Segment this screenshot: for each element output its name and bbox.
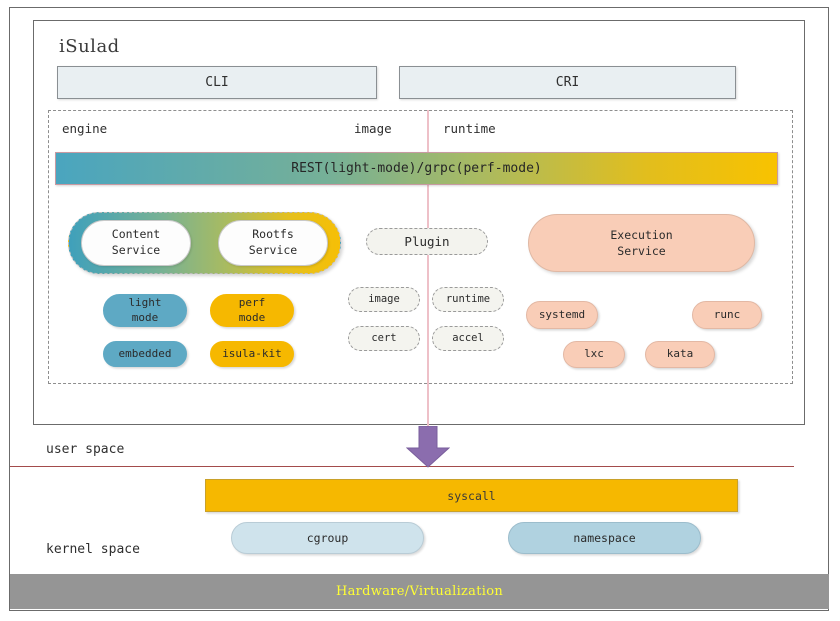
execution-service-line2: Service bbox=[617, 244, 666, 258]
rootfs-service-line2: Service bbox=[248, 243, 298, 257]
pill-perf-mode-line1: perf bbox=[238, 295, 266, 309]
pill-isula-kit-label: isula-kit bbox=[222, 346, 282, 360]
user-kernel-separator bbox=[10, 466, 794, 467]
region-label-runtime: runtime bbox=[443, 121, 496, 136]
pill-systemd[interactable]: systemd bbox=[526, 301, 598, 329]
down-arrow-icon bbox=[406, 426, 450, 468]
pill-cgroup[interactable]: cgroup bbox=[231, 522, 424, 554]
vertical-divider bbox=[427, 110, 429, 426]
pill-accel[interactable]: accel bbox=[432, 326, 504, 351]
rootfs-service-box[interactable]: Rootfs Service bbox=[218, 220, 328, 266]
pill-lxc[interactable]: lxc bbox=[563, 341, 625, 368]
transport-bar: REST(light-mode)/grpc(perf-mode) bbox=[55, 152, 778, 185]
plugin-capsule[interactable]: Plugin bbox=[366, 228, 488, 255]
label-kernel-space: kernel space bbox=[46, 542, 140, 557]
api-box-cri[interactable]: CRI bbox=[399, 66, 736, 99]
region-label-image: image bbox=[354, 121, 392, 136]
pill-namespace[interactable]: namespace bbox=[508, 522, 701, 554]
pill-isula-kit[interactable]: isula-kit bbox=[210, 341, 294, 367]
pill-kata[interactable]: kata bbox=[645, 341, 715, 368]
region-label-engine: engine bbox=[62, 121, 108, 136]
pill-runtime[interactable]: runtime bbox=[432, 287, 504, 312]
diagram-title: iSulad bbox=[59, 36, 120, 57]
service-capsule: Content Service Rootfs Service bbox=[68, 212, 341, 274]
pill-image[interactable]: image bbox=[348, 287, 420, 312]
engine-image-runtime-region bbox=[48, 110, 793, 384]
syscall-bar: syscall bbox=[205, 479, 738, 512]
content-service-line1: Content bbox=[111, 227, 161, 242]
api-box-cli[interactable]: CLI bbox=[57, 66, 377, 99]
label-user-space: user space bbox=[46, 442, 125, 457]
execution-service-box[interactable]: Execution Service bbox=[528, 214, 755, 272]
pill-light-mode-line2: mode bbox=[131, 310, 159, 324]
content-service-line2: Service bbox=[111, 243, 161, 257]
pill-cert[interactable]: cert bbox=[348, 326, 420, 351]
rootfs-service-line1: Rootfs bbox=[252, 227, 294, 242]
hardware-bar: Hardware/Virtualization bbox=[10, 574, 829, 609]
pill-light-mode[interactable]: light mode bbox=[103, 294, 187, 327]
pill-embedded[interactable]: embedded bbox=[103, 341, 187, 367]
execution-service-line1: Execution bbox=[610, 227, 673, 242]
pill-perf-mode[interactable]: perf mode bbox=[210, 294, 294, 327]
pill-light-mode-line1: light bbox=[128, 295, 162, 309]
outer-frame bbox=[9, 7, 829, 611]
pill-perf-mode-line2: mode bbox=[238, 310, 266, 324]
pill-runc[interactable]: runc bbox=[692, 301, 762, 329]
pill-embedded-label: embedded bbox=[118, 346, 172, 360]
content-service-box[interactable]: Content Service bbox=[81, 220, 191, 266]
